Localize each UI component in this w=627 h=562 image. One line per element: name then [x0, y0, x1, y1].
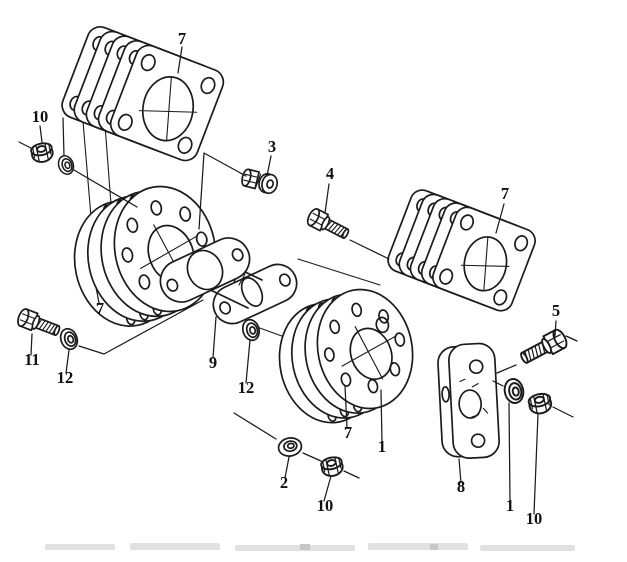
leader-lines: [18, 46, 578, 515]
bracket: [437, 342, 500, 460]
callout-10-upper-left: 10: [32, 107, 49, 126]
construction-lines: [77, 61, 381, 372]
callout-7-top-left: 7: [178, 29, 186, 48]
callouts: 7 10 3 4 7 7 11 12 9 12 5 2 10 7 1 8 1 1…: [24, 29, 560, 528]
callout-5: 5: [552, 301, 560, 320]
callout-1-bottom-center: 1: [378, 437, 386, 456]
callout-7-upper-right: 7: [501, 184, 509, 203]
scan-noise: [45, 543, 575, 551]
callout-4: 4: [326, 164, 334, 183]
callout-10-bottom-center: 10: [317, 496, 334, 515]
callout-12-left: 12: [57, 368, 74, 387]
callout-3: 3: [268, 137, 276, 156]
callout-2: 2: [280, 473, 288, 492]
bolt-3: [241, 168, 279, 195]
callout-12-center: 12: [238, 378, 255, 397]
callout-8: 8: [457, 477, 465, 496]
callout-1-bottom-right: 1: [506, 496, 514, 515]
disc-pack-right: [278, 288, 414, 424]
callout-10-bottom-right: 10: [526, 509, 543, 528]
callout-11: 11: [24, 350, 40, 369]
washer-2: [277, 437, 303, 457]
center-yoke: [159, 237, 298, 325]
callout-7-bottom-center: 7: [344, 423, 352, 442]
callout-9: 9: [209, 353, 217, 372]
callout-7-left: 7: [96, 299, 104, 318]
plate-stack-top-left: [61, 26, 225, 162]
